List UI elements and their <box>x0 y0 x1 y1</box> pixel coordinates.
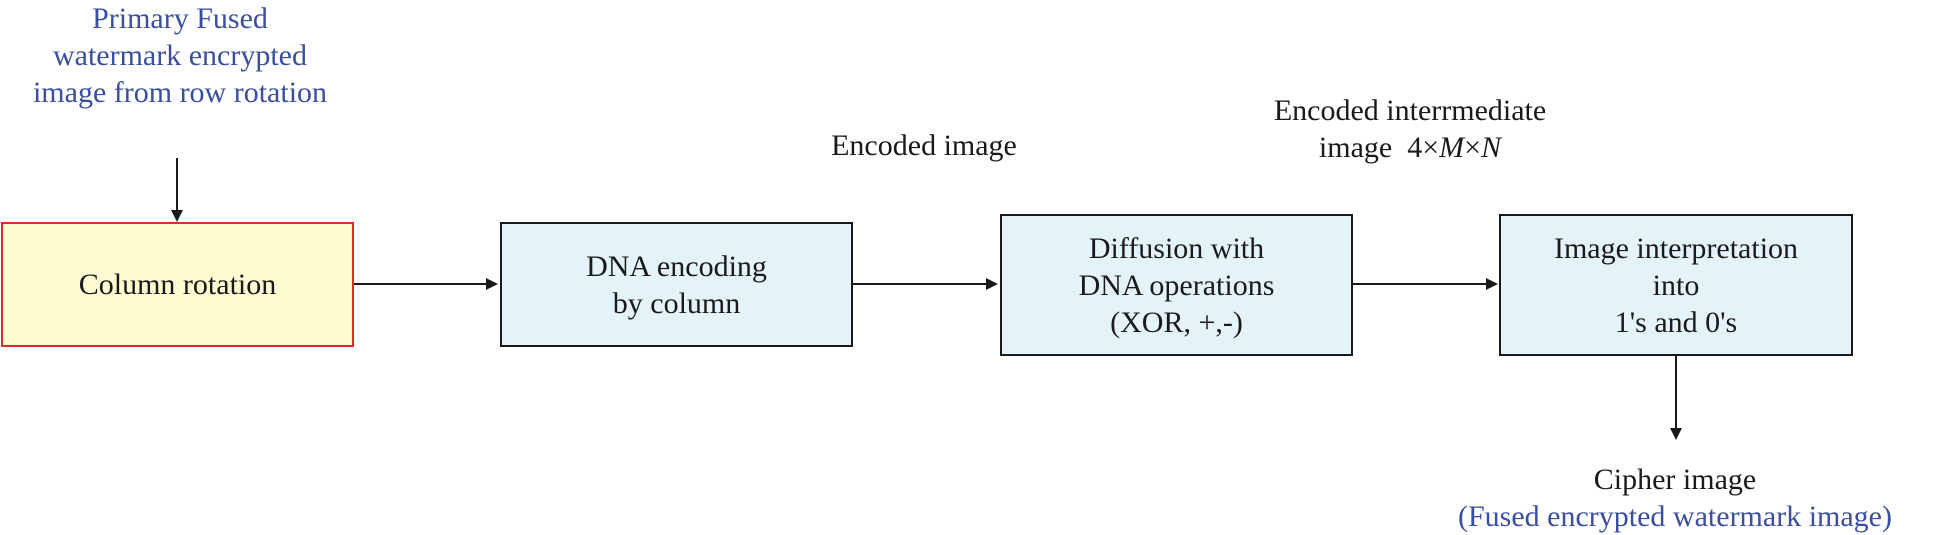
encoded-intermediate-label: Encoded interrmediate image 4×M×N <box>1240 92 1580 166</box>
interpretation-line-3: 1's and 0's <box>1614 305 1738 339</box>
output-label: Cipher image (Fused encrypted watermark … <box>1415 461 1935 535</box>
dna-encoding-box: DNA encoding by column <box>500 222 853 347</box>
intermediate-n: N <box>1481 131 1502 164</box>
dna-encoding-line-1: DNA encoding <box>586 249 767 283</box>
input-label: Primary Fused watermark encrypted image … <box>0 0 360 111</box>
intermediate-prefix: image 4× <box>1318 131 1440 164</box>
input-label-line-3: image from row rotation <box>32 76 328 109</box>
interpretation-line-2: into <box>1652 268 1700 302</box>
output-subtitle: (Fused encrypted watermark image) <box>1458 500 1892 533</box>
column-rotation-box: Column rotation <box>1 222 354 347</box>
interpretation-line-1: Image interpretation <box>1553 231 1799 265</box>
intermediate-times: × <box>1464 131 1482 164</box>
diffusion-box: Diffusion with DNA operations (XOR, +,-) <box>1000 214 1353 356</box>
interpretation-box: Image interpretation into 1's and 0's <box>1499 214 1853 356</box>
intermediate-m: M <box>1439 131 1465 164</box>
dna-encoding-line-2: by column <box>612 286 741 320</box>
encoded-intermediate-line-1: Encoded interrmediate <box>1273 94 1547 127</box>
diffusion-line-3: (XOR, +,-) <box>1110 305 1243 339</box>
diffusion-line-2: DNA operations <box>1078 268 1275 302</box>
diffusion-line-1: Diffusion with <box>1088 231 1265 265</box>
input-label-line-1: Primary Fused <box>92 2 268 35</box>
column-rotation-label: Column rotation <box>78 268 277 301</box>
output-title: Cipher image <box>1593 463 1757 496</box>
encoded-intermediate-line-2: image 4×M×N <box>1240 129 1580 166</box>
encoded-image-text: Encoded image <box>831 129 1017 162</box>
encoded-image-label: Encoded image <box>774 127 1074 164</box>
input-label-line-2: watermark encrypted <box>52 39 308 72</box>
